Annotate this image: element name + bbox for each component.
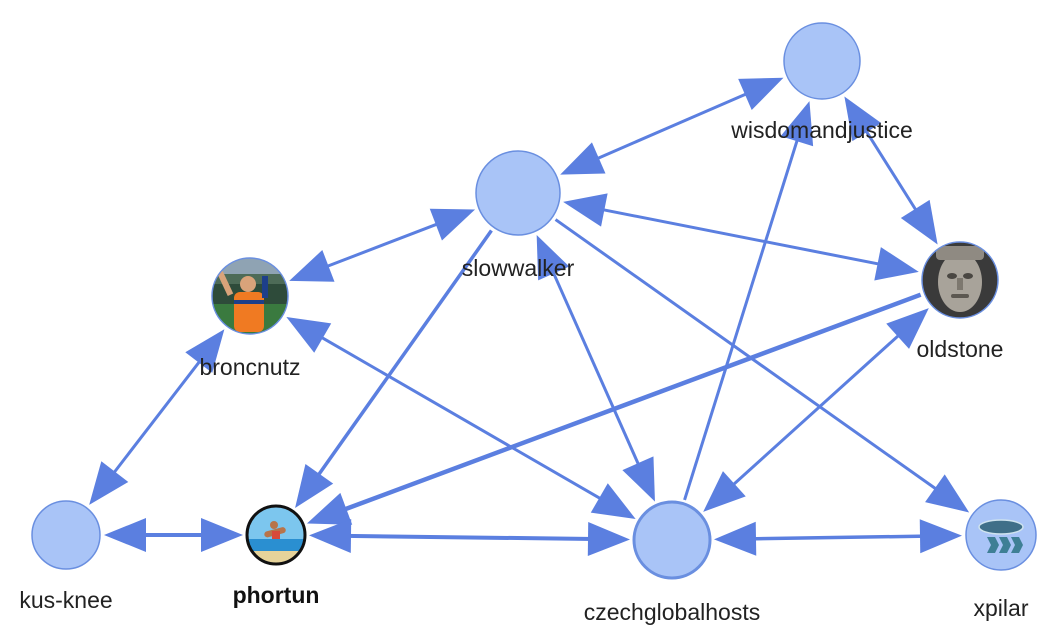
node-label-czechglobalhosts: czechglobalhosts [584,599,760,625]
arrowhead [201,518,243,552]
arrowhead [919,519,963,554]
edge-line [862,126,920,215]
edge-line [314,229,493,480]
arrowhead [622,456,655,502]
arrowhead [738,77,784,111]
node-label-slowwalker: slowwalker [462,255,575,281]
edge-line [316,333,606,503]
node-circle [783,22,861,100]
edge-line [109,356,204,478]
edge-slowwalker-to-xpilar[interactable] [554,218,970,513]
node-label-phortun: phortun [233,582,320,608]
arrowhead [308,518,352,553]
edge-line [598,207,884,267]
arrowhead [429,208,476,241]
edge-czechglobalhosts-to-broncnutz[interactable] [286,317,636,519]
node-xpilar[interactable] [965,499,1037,571]
edge-line [749,534,927,541]
arrowhead [844,96,882,142]
stone-statue-avatar-icon [922,242,998,318]
nodes-layer [31,22,1037,580]
edge-oldstone-to-slowwalker[interactable] [563,193,919,281]
node-broncnutz[interactable] [210,256,290,338]
arrowhead [900,199,938,245]
edge-line [728,331,904,489]
edge-broncnutz-to-kus-knee[interactable] [89,329,225,505]
edge-slowwalker-to-czechglobalhosts[interactable] [536,235,655,502]
node-circle [31,500,101,570]
node-circle [475,150,561,236]
arrowhead [713,521,757,556]
arrowhead [925,474,970,513]
edge-line [322,221,442,270]
edges-layer [89,77,970,556]
arrowhead [289,249,335,282]
arrowhead [780,101,814,147]
arrowhead [563,193,608,227]
edge-oldstone-to-phortun[interactable] [306,292,922,525]
arrowhead [590,483,636,519]
edge-line [549,267,642,470]
arrowhead [703,471,746,512]
edge-kus-knee-to-phortun[interactable] [104,518,243,552]
edge-czechglobalhosts-to-oldstone[interactable] [703,308,929,512]
edge-line [344,533,595,542]
node-kus-knee[interactable] [31,500,101,570]
edge-czechglobalhosts-to-wisdomandjustice[interactable] [683,101,814,501]
node-label-wisdomandjustice: wisdomandjustice [730,117,913,143]
arrowhead [185,329,225,373]
edge-slowwalker-to-wisdomandjustice[interactable] [560,77,784,175]
edge-slowwalker-to-phortun[interactable] [295,229,493,509]
arrowhead [295,463,334,509]
node-czechglobalhosts[interactable] [632,500,712,580]
arrowhead [587,521,631,556]
node-label-kus-knee: kus-knee [19,587,112,613]
arrowhead [536,235,570,281]
node-label-xpilar: xpilar [974,595,1029,621]
node-slowwalker[interactable] [475,150,561,236]
edge-line [683,134,801,501]
labels-layer: wisdomandjustice slowwalker broncnutz oldst… [19,117,1028,625]
edge-wisdomandjustice-to-oldstone[interactable] [844,96,938,245]
edge-czechglobalhosts-to-xpilar[interactable] [713,519,963,556]
node-label-broncnutz: broncnutz [199,354,300,380]
node-oldstone[interactable] [920,240,1000,320]
arrowhead [874,247,919,281]
edge-line [339,292,922,514]
arrowhead [306,492,353,525]
arrowhead [104,518,146,552]
node-label-oldstone: oldstone [917,336,1004,362]
edge-slowwalker-to-broncnutz[interactable] [289,208,476,282]
edge-line [592,90,752,162]
beach-jump-avatar-icon [248,507,304,563]
arrowhead [560,142,606,175]
node-wisdomandjustice[interactable] [783,22,861,100]
edge-phortun-to-czechglobalhosts[interactable] [308,518,631,556]
edge-line [554,218,941,493]
arrowhead [89,461,129,505]
xpilar-logo-icon [978,519,1024,553]
node-circle [632,500,712,580]
football-fan-avatar-icon [212,258,288,334]
arrowhead [286,317,332,353]
node-phortun[interactable] [245,504,307,567]
arrowhead [886,308,929,349]
